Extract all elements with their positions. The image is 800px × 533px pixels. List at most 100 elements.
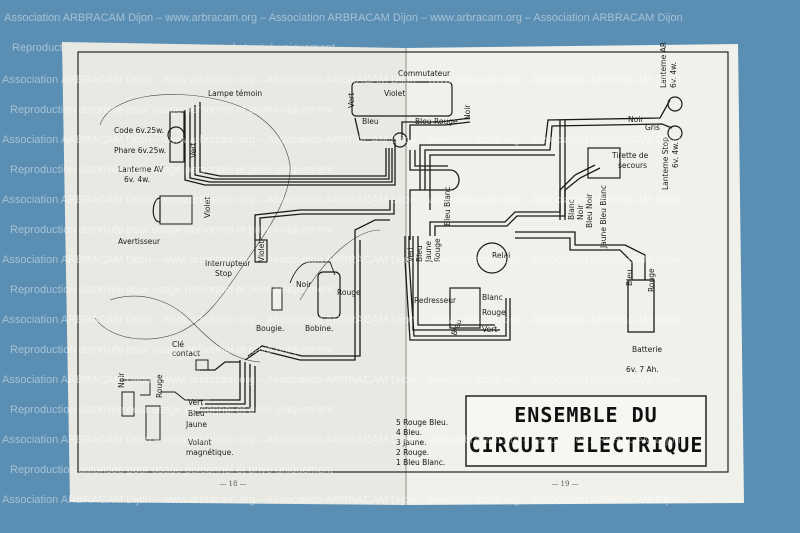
label-rouge-magneto: Rouge	[155, 374, 164, 398]
label-bleu-commutateur: Bleu	[362, 117, 379, 126]
commutateur-switch	[351, 81, 453, 117]
label-violet-stop: Violet	[257, 241, 266, 262]
rectifier-icon	[449, 287, 481, 329]
emergency-pull-icon	[587, 147, 621, 179]
label-secours: secours	[618, 161, 647, 170]
label-lanterne-av: Lanterne AV	[118, 165, 164, 174]
label-bleu-batterie: Bleu	[625, 269, 634, 286]
label-bougie: Bougie.	[256, 324, 284, 333]
spark-plug-icon	[271, 287, 283, 311]
title-block: ENSEMBLE DU CIRCUIT ELECTRIQUE	[465, 395, 707, 467]
watermark-text: Association ARBRACAM Dijon – www.arbraca…	[2, 194, 681, 206]
magneto-body-icon	[145, 405, 161, 441]
label-rouge-redresseur: Rouge	[482, 308, 506, 317]
label-contact: contact	[172, 349, 200, 358]
label-rouge-relai: Rouge	[433, 238, 442, 262]
watermark-text: Association ARBRACAM Dijon – www.arbraca…	[2, 254, 681, 266]
watermark-text: Association ARBRACAM Dijon – www.arbraca…	[2, 494, 681, 506]
label-lanterne-stop: Lanterne Stop	[661, 137, 670, 190]
watermark-text: Association ARBRACAM Dijon – www.arbraca…	[2, 74, 681, 86]
label-batterie: Batterie	[632, 345, 662, 354]
label-rouge-batterie: Rouge	[647, 268, 656, 292]
label-noir-ar: Noir	[628, 115, 644, 124]
label-magnetique: magnétique.	[186, 448, 234, 457]
label-bleu-relai: Bleu	[415, 245, 424, 262]
label-vert-temoin: Vert	[189, 143, 198, 158]
watermark-text: Association ARBRACAM Dijon – www.arbraca…	[2, 134, 681, 146]
left-page	[62, 42, 406, 505]
legend-item: 3 Jaune.	[396, 438, 426, 447]
components	[121, 81, 683, 441]
stop-lamp-icon	[667, 125, 683, 141]
label-tirette: Tirette de	[611, 151, 649, 160]
label-noir: Noir	[296, 280, 312, 289]
watermark-text: Association ARBRACAM Dijon – www.arbraca…	[2, 434, 681, 446]
label-lanterne-stop-spec: 6v. 4w.	[671, 142, 680, 168]
label-vert: Vert	[188, 398, 203, 407]
title-line1: ENSEMBLE DU	[514, 403, 657, 427]
label-code: Code 6v.25w.	[114, 126, 164, 135]
rear-lamp-icon	[667, 96, 683, 112]
label-cle: Clé	[172, 340, 184, 349]
watermark-text: Reproduction autorisée pour usage person…	[10, 164, 333, 176]
label-lampe-temoin: Lampe témoin	[208, 89, 262, 98]
page-number-right: — 19 —	[551, 480, 578, 488]
title-box	[465, 395, 707, 467]
label-vert-commutateur: Vert	[347, 93, 356, 108]
ignition-coil-icon	[317, 271, 341, 319]
battery-icon	[627, 279, 655, 333]
open-booklet	[62, 42, 744, 505]
stop-switch	[254, 239, 268, 263]
label-avertisseur: Avertisseur	[118, 237, 161, 246]
component-labels: Commutateur Lampe témoin Code 6v.25w. Ph…	[114, 42, 680, 457]
legend-item: 4 Bleu.	[396, 428, 422, 437]
label-bobine: Bobine.	[305, 324, 333, 333]
label-bleu-blanc-relai: Bleu Blanc	[443, 186, 452, 226]
label-blanc-vertical: Blanc	[567, 199, 576, 220]
label-noir-vertical: Noir	[576, 204, 585, 220]
color-legend: 5 Rouge Bleu. 4 Bleu. 3 Jaune. 2 Rouge. …	[396, 418, 448, 467]
watermark-text: Reproduction autorisée pour usage person…	[10, 104, 333, 116]
label-lanterne-ar: Lanterne AR	[659, 42, 668, 88]
watermark-text: Association ARBRACAM Dijon – www.arbraca…	[4, 12, 683, 24]
right-page	[406, 44, 744, 505]
label-interrupteur: Interrupteur	[205, 259, 251, 268]
relay-icon	[476, 242, 508, 274]
connector-icon	[392, 132, 408, 148]
label-lanterne-av-spec: 6v. 4w.	[124, 175, 150, 184]
legend-item: 5 Rouge Bleu.	[396, 418, 448, 427]
label-violet-avertisseur: Violet	[203, 197, 212, 218]
watermark-text: Reproduction autorisée pour usage person…	[10, 464, 333, 476]
label-blanc: Blanc	[482, 293, 503, 302]
horn-body	[159, 195, 193, 225]
wiring-harness	[120, 99, 673, 413]
label-noir-magneto: Noir	[117, 372, 126, 388]
motorcycle-outline	[94, 94, 381, 363]
diagram-frame	[77, 51, 729, 473]
label-violet: Violet	[384, 89, 405, 98]
headlamp-bulb	[167, 126, 185, 144]
label-noir-commutateur: Noir	[463, 104, 472, 120]
watermark-text: Reproduction autorisée pour usage person…	[10, 224, 333, 236]
legend-item: 1 Bleu Blanc.	[396, 458, 445, 467]
label-vert-redresseur: Vert	[482, 325, 497, 334]
magneto-coil-icon	[121, 391, 135, 417]
watermark-text: Association ARBRACAM Dijon – www.arbraca…	[2, 374, 681, 386]
label-jaune-bleu-blanc: Jaune Bleu Blanc	[599, 185, 608, 249]
label-volant: Volant	[188, 438, 212, 447]
label-stop: Stop	[215, 269, 232, 278]
label-lanterne-ar-spec: 6v. 4w.	[669, 62, 678, 88]
label-rouge: Rouge	[337, 288, 361, 297]
legend-item: 2 Rouge.	[396, 448, 429, 457]
label-bleu-noir: Bleu Noir	[585, 193, 594, 228]
title-line2: CIRCUIT ELECTRIQUE	[469, 433, 704, 457]
label-relai: Relai	[492, 251, 510, 260]
watermark-text: Reproduction autorisée pour usage person…	[10, 284, 333, 296]
label-bleu-rouge: Bleu Rouge	[415, 117, 458, 126]
label-bleu: Bleu	[188, 409, 205, 418]
label-batterie-spec: 6v. 7 Ah.	[626, 365, 659, 374]
label-commutateur: Commutateur	[398, 69, 451, 78]
label-redresseur: Redresseur	[414, 296, 457, 305]
